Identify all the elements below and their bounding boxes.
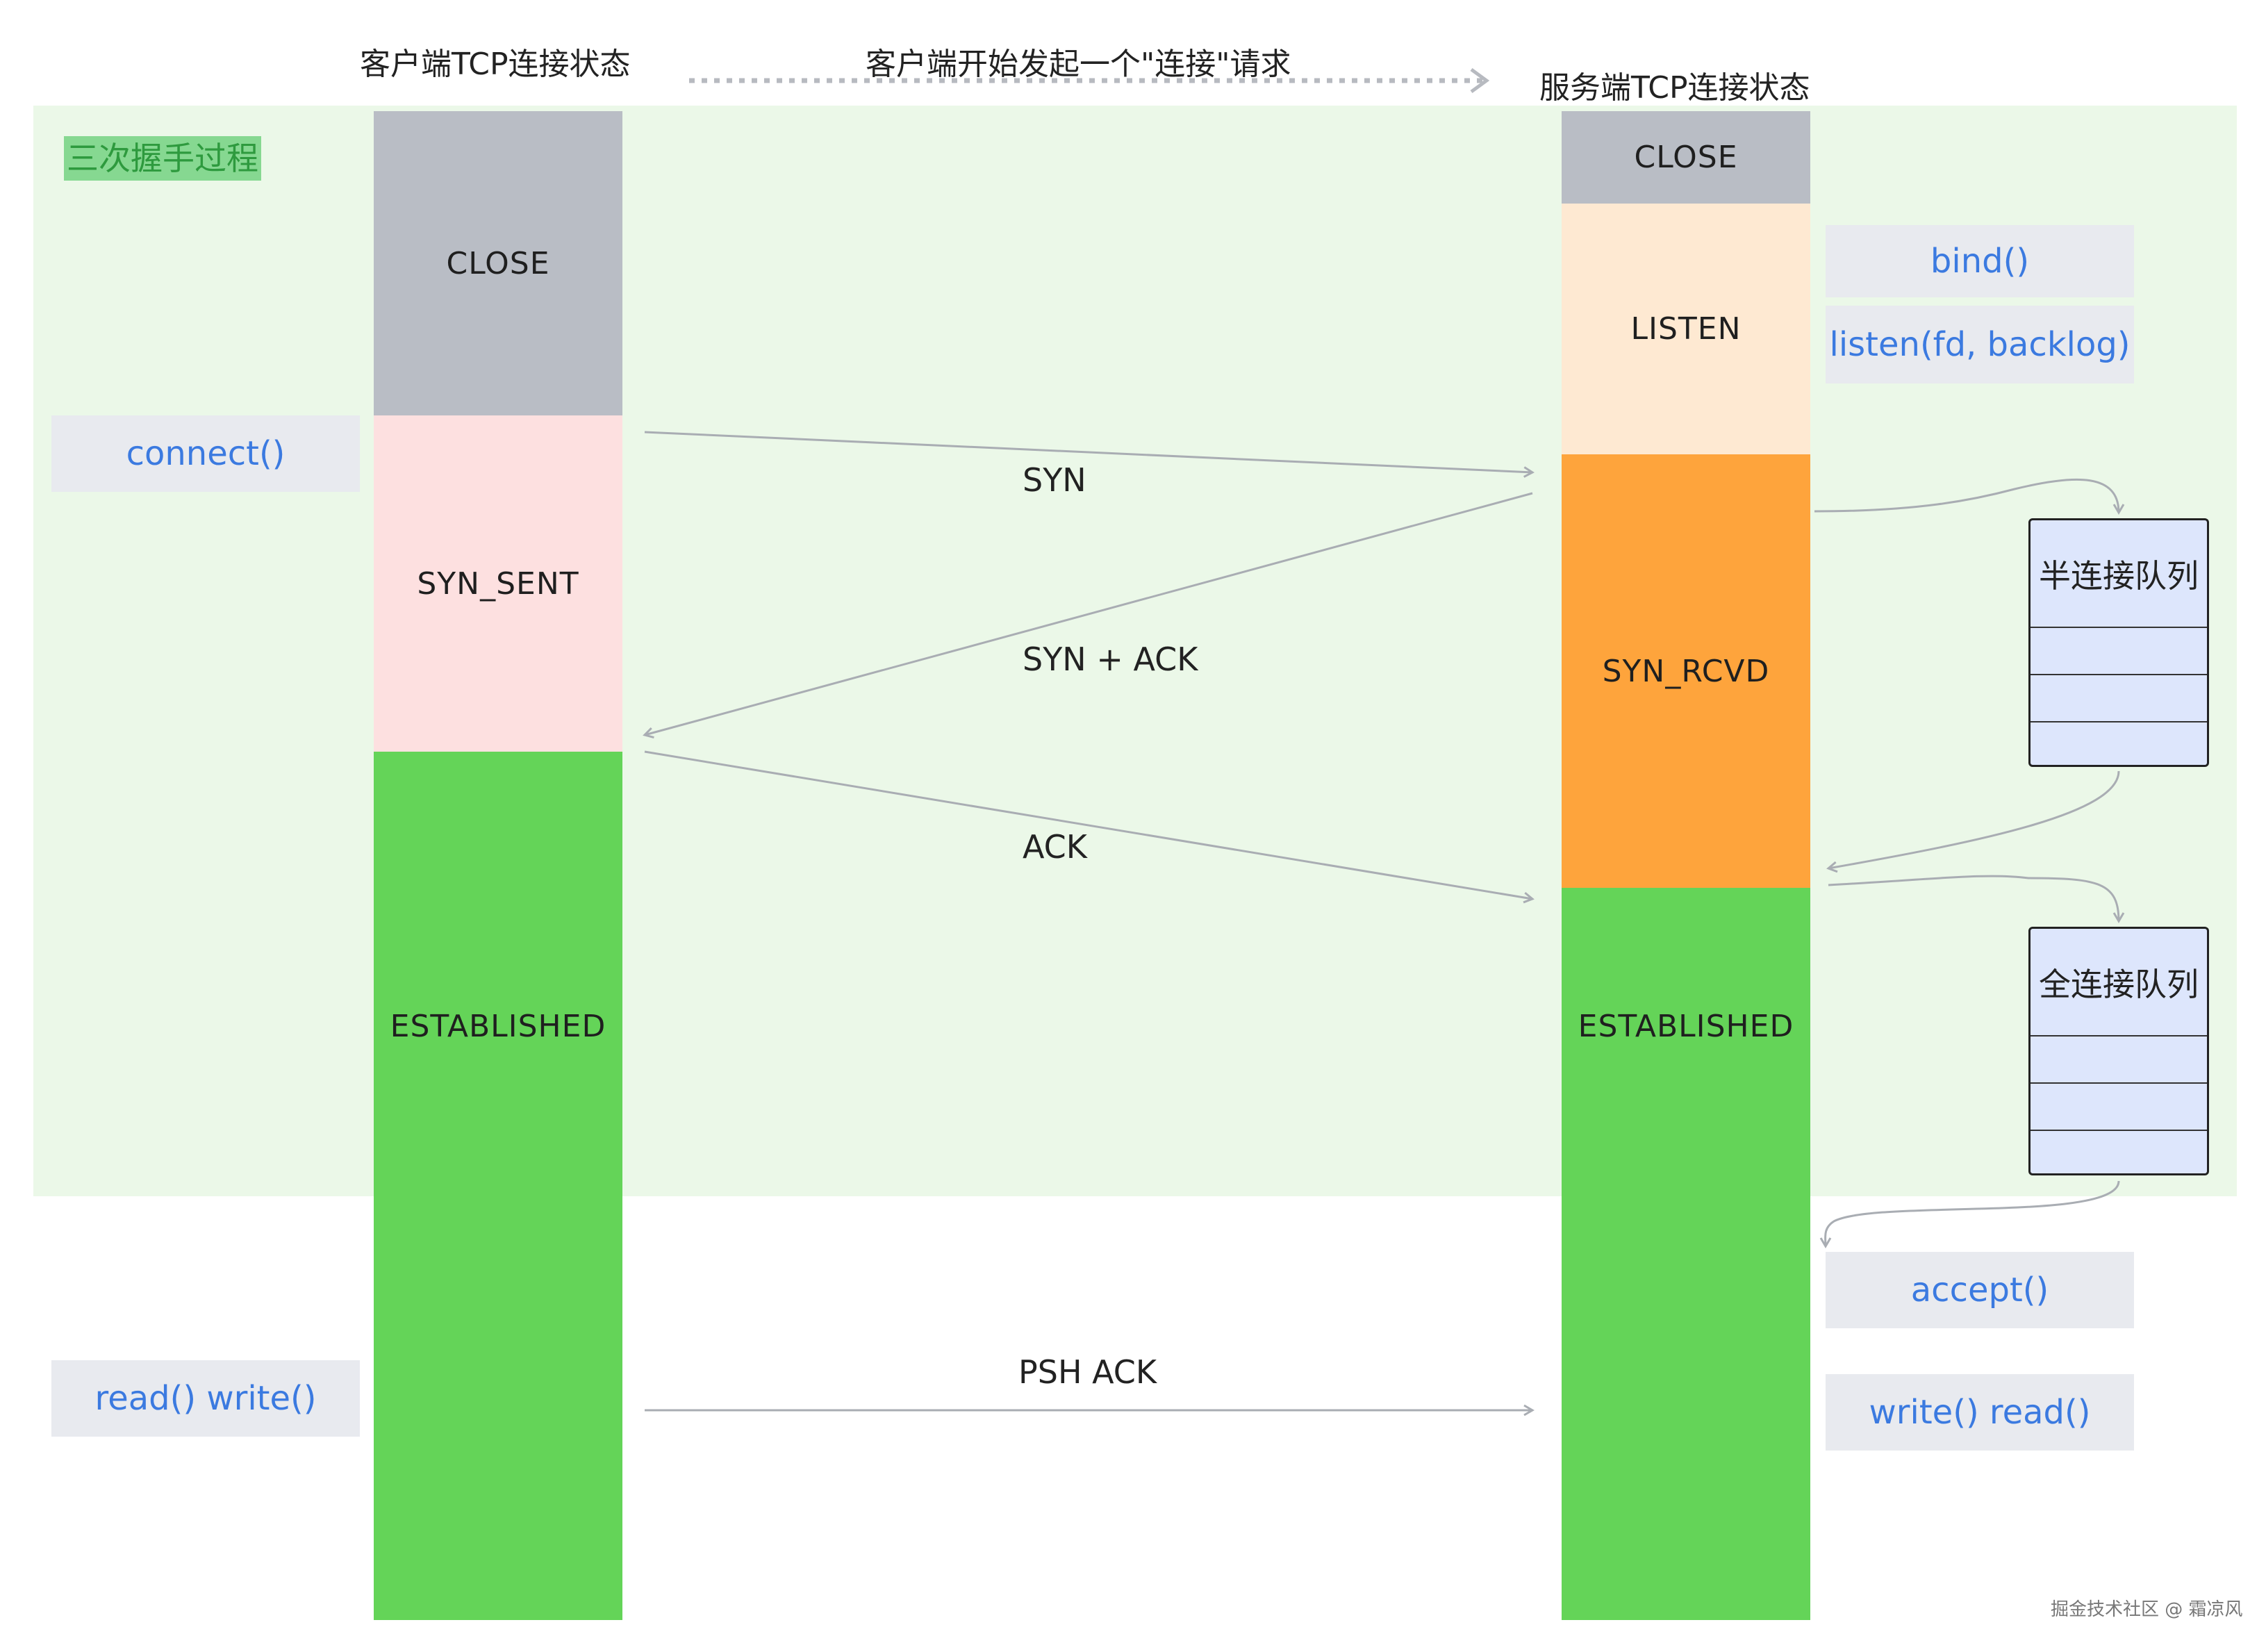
client-state-close: CLOSE	[374, 111, 622, 415]
watermark: 掘金技术社区 @ 霜凉风	[2051, 1599, 2243, 1620]
syn-label: SYN	[1023, 461, 1086, 499]
client-read-write-call-label: read() write()	[94, 1379, 317, 1418]
ack-arrow	[644, 750, 1535, 904]
half-connection-queue: 半连接队列	[2028, 518, 2209, 767]
half-queue-to-established-arrow	[1826, 770, 2120, 873]
psh-ack-label: PSH ACK	[1018, 1353, 1157, 1391]
full-connection-queue-title: 全连接队列	[2031, 929, 2207, 1036]
syn-ack-arrow	[643, 492, 1533, 739]
connect-call-label: connect()	[126, 434, 286, 473]
client-read-write-call-box: read() write()	[51, 1360, 360, 1437]
server-state-listen: LISTEN	[1562, 204, 1810, 454]
server-state-established: ESTABLISHED	[1562, 888, 1810, 1620]
server-state-close-label: CLOSE	[1634, 140, 1738, 175]
client-state-syn-sent-label: SYN_SENT	[417, 565, 579, 602]
server-write-read-call-label: write() read()	[1869, 1393, 2091, 1432]
to-full-queue-arrow	[1828, 875, 2125, 923]
half-connection-queue-title: 半连接队列	[2031, 520, 2207, 628]
syn-arrow	[644, 431, 1535, 478]
client-column-title: 客户端TCP连接状态	[360, 47, 631, 82]
bind-call-label: bind()	[1930, 242, 2030, 281]
client-state-syn-sent: SYN_SENT	[374, 415, 622, 752]
bind-call-box: bind()	[1826, 225, 2134, 297]
accept-call-box: accept()	[1826, 1252, 2134, 1328]
client-state-close-label: CLOSE	[446, 245, 550, 281]
server-state-close: CLOSE	[1562, 111, 1810, 204]
server-write-read-call-box: write() read()	[1826, 1374, 2134, 1451]
client-state-established-label: ESTABLISHED	[390, 1009, 606, 1044]
server-state-syn-rcvd: SYN_RCVD	[1562, 454, 1810, 888]
accept-call-label: accept()	[1910, 1271, 2049, 1310]
listen-call-box: listen(fd, backlog)	[1826, 306, 2134, 383]
request-title: 客户端开始发起一个"连接"请求	[866, 47, 1291, 82]
server-state-established-label: ESTABLISHED	[1578, 1009, 1794, 1044]
full-connection-queue: 全连接队列	[2028, 927, 2209, 1175]
queue-slot	[2031, 675, 2207, 722]
server-state-listen-label: LISTEN	[1630, 311, 1742, 347]
client-state-established: ESTABLISHED	[374, 752, 622, 1620]
connect-call-box: connect()	[51, 415, 360, 492]
server-column-title: 服务端TCP连接状态	[1539, 70, 1810, 106]
syn-ack-label: SYN + ACK	[1023, 641, 1198, 678]
ack-label: ACK	[1023, 828, 1087, 866]
queue-slot	[2031, 1084, 2207, 1131]
queue-slot	[2031, 1036, 2207, 1084]
listen-call-label: listen(fd, backlog)	[1829, 325, 2131, 364]
queue-slot	[2031, 628, 2207, 675]
to-half-queue-arrow	[1814, 478, 2125, 515]
handshake-zone-label: 三次握手过程	[64, 136, 261, 181]
server-state-syn-rcvd-label: SYN_RCVD	[1602, 653, 1770, 689]
full-queue-to-accept-arrow	[1819, 1180, 2120, 1248]
